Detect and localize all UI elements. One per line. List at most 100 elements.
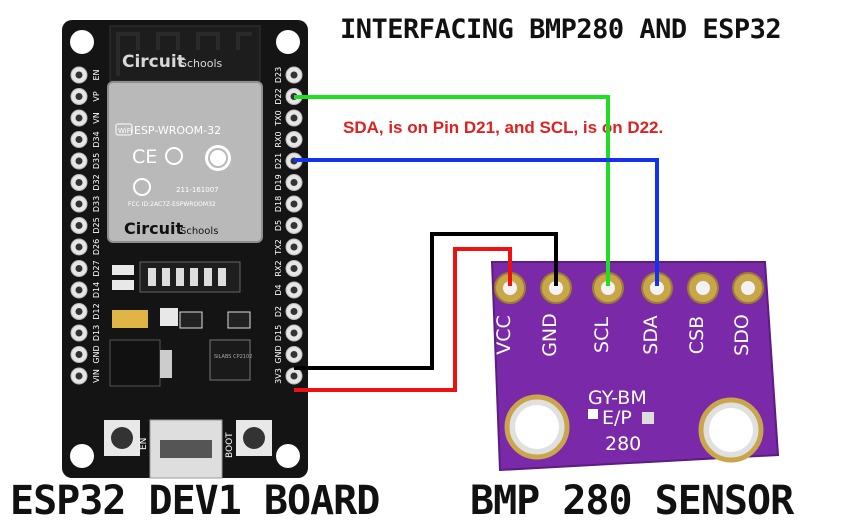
esp32-right-pin-hole: [290, 114, 298, 122]
esp32-right-pin-hole: [290, 179, 298, 186]
esp32-caption: ESP32 DEV1 BOARD: [10, 478, 380, 524]
usb-uart-chip: [209, 339, 251, 381]
boot-button-label: BOOT: [225, 432, 235, 458]
bmp-pin-label: CSB: [686, 316, 708, 354]
esp32-right-pin-label: D4: [274, 284, 283, 295]
bmp-pin-hole: [650, 281, 664, 295]
wire-gnd-black: [294, 232, 558, 370]
esp32-left-pin-label: D12: [92, 303, 101, 319]
bmp-pin-label: SDA: [640, 315, 662, 354]
esp32-right-pin-label: D5: [274, 220, 283, 231]
wire-scl-green: [294, 95, 610, 286]
esp32-left-pin-hole: [75, 351, 83, 358]
esp32-left-pin-label: D35: [92, 153, 101, 169]
esp32-left-pin-hole: [75, 114, 83, 122]
esp32-left-pin-hole: [75, 372, 83, 380]
esp32-left-pin-hole: [75, 308, 83, 315]
esp32-right-pin-label: RX0: [274, 131, 283, 147]
esp32-left-pin-label: D13: [92, 325, 101, 341]
pressure-sensor-chip: [642, 412, 654, 424]
wroom-module: [107, 81, 263, 243]
esp32-left-pin-label: GND: [92, 345, 101, 363]
mount-hole: [276, 444, 300, 468]
module-name: ESP-WROOM-32: [134, 124, 221, 137]
bmp280-caption: BMP 280 SENSOR: [470, 478, 794, 524]
esp32-right-pin-label: TX2: [274, 239, 283, 255]
capacitor: [112, 310, 148, 328]
ce-mark: CE: [132, 146, 157, 168]
fcc-id: FCC ID:2AC7Z-ESPWROOM32: [128, 201, 216, 208]
esp32-left-pin-label: VIN: [92, 369, 101, 383]
esp32-left-pin-label: D25: [92, 217, 101, 233]
esp32-right-pin-label: D18: [274, 196, 283, 212]
esp32-right-pin-label: D23: [274, 67, 283, 83]
module-label-line3: 280: [605, 433, 641, 455]
mount-hole: [70, 30, 94, 54]
mount-hole: [70, 444, 94, 468]
wifi-logo-box: [115, 123, 133, 136]
esp32-right-pin-hole: [290, 71, 298, 79]
esp32-right-pin-hole: [290, 265, 298, 272]
esp32-right-pin-hole: [290, 308, 298, 315]
esp32-left-pin-hole: [75, 265, 83, 272]
certification-icon: [165, 147, 183, 165]
esp32-right-pin-label: D2: [274, 306, 283, 317]
esp32-right-pin-hole: [290, 243, 298, 251]
bmp-pin-label: SCL: [591, 317, 613, 353]
esp32-right-pin-hole: [290, 351, 298, 358]
esp32-right-pin-hole: [290, 136, 298, 143]
brand-logo: Circuit: [122, 52, 185, 72]
esp32-left-pin-label: D14: [92, 282, 101, 298]
esp32-left-pin-hole: [75, 136, 83, 143]
pin-note: SDA, is on Pin D21, and SCL, is on D22.: [343, 118, 664, 137]
esp32-right-pin-hole: [290, 329, 298, 337]
esp32-right-pin-label: D21: [274, 153, 283, 169]
esp32-left-pin-label: VP: [92, 91, 101, 101]
esp32-left-pin-label: EN: [92, 69, 101, 80]
telec-icon: [133, 178, 151, 196]
module-brand: Circuit: [124, 219, 183, 238]
esp32-left-pin-hole: [75, 286, 83, 294]
transistor: [227, 311, 251, 329]
bmp-pin-hole: [601, 281, 615, 295]
transistor: [179, 311, 203, 329]
esp32-left-pin-hole: [75, 200, 83, 208]
wifi-logo: WiFi: [118, 127, 132, 135]
wire-vcc-red: [294, 247, 512, 392]
chip-text: SILABS CP2102: [214, 354, 252, 360]
module-brand-sub: Schools: [180, 226, 218, 237]
wire-sda-blue: [294, 158, 659, 286]
smd-component: [160, 308, 178, 326]
esp32-left-pin-hole: [75, 93, 83, 100]
esp32-right-pin-label: D15: [274, 325, 283, 341]
brand-plate: [120, 50, 250, 72]
cert-number: 211-161007: [176, 186, 219, 194]
bmp-pin-label: VCC: [493, 315, 515, 355]
bmp-pin-hole: [741, 281, 755, 295]
esp32-left-pin-hole: [75, 243, 83, 251]
esp32-right-pin-hole: [290, 286, 298, 294]
module-brand-plate: [120, 218, 248, 238]
bmp-pin-hole: [503, 281, 517, 295]
esp32-right-pin-hole: [290, 372, 298, 380]
esp32-left-pin-hole: [75, 71, 83, 79]
esp32-right-pin-label: D22: [274, 88, 283, 104]
esp32-left-pin-hole: [75, 179, 83, 186]
esp32-left-pin-label: VN: [92, 112, 101, 123]
esp32-right-pin-label: GND: [274, 345, 283, 363]
esp32-left-pin-hole: [75, 329, 83, 337]
esp32-board: Circuit Schools WiFi ESP-WROOM-32 CE 211…: [62, 20, 308, 479]
esp32-left-pin-label: D33: [92, 196, 101, 212]
esp32-left-pin-label: D32: [92, 174, 101, 190]
smd-component: [112, 280, 134, 290]
bmp-pin-hole: [549, 281, 563, 295]
esp32-left-pin-label: D27: [92, 260, 101, 276]
wires: [294, 95, 659, 392]
bmp-pin-label: SDO: [731, 314, 753, 356]
module-label-line2: E/P: [602, 407, 632, 429]
right-pin-header: D23D22TX0RX0D21D19D18D5TX2RX2D4D2D15GND3…: [274, 66, 303, 385]
esp32-right-pin-hole: [290, 222, 298, 229]
